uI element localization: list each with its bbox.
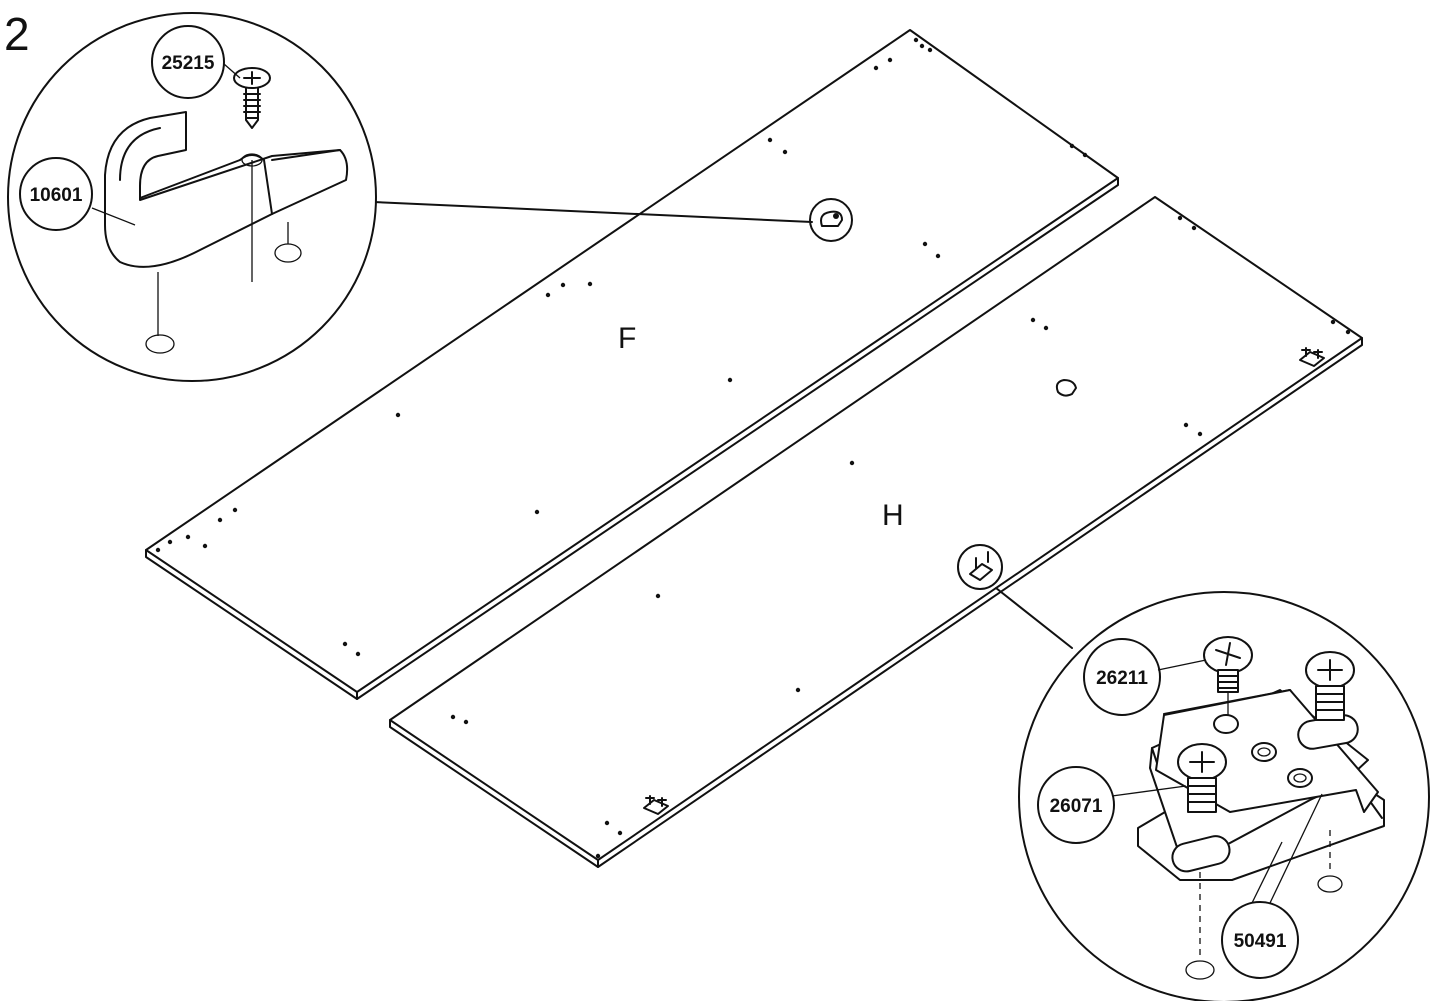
part-label-26071: 26071 xyxy=(1037,766,1187,844)
handle-marker-f xyxy=(809,198,853,242)
handle-bracket-icon xyxy=(104,111,349,354)
panel-h-label: H xyxy=(882,499,904,532)
part-label-26211: 26211 xyxy=(1083,638,1207,716)
callout-top: 25215 10601 xyxy=(7,12,377,382)
part-label-25215: 25215 xyxy=(151,25,241,99)
panel-f: F xyxy=(145,29,1119,700)
svg-text:25215: 25215 xyxy=(162,53,215,74)
leader-bottom xyxy=(995,587,1073,649)
svg-text:26071: 26071 xyxy=(1050,796,1103,817)
svg-text:10601: 10601 xyxy=(30,185,83,206)
short-screw-icon xyxy=(1203,636,1253,715)
plate-marker-right xyxy=(1299,347,1325,367)
handle-marker-h xyxy=(1055,379,1077,397)
part-label-50491: 50491 xyxy=(1221,793,1323,979)
panel-f-label: F xyxy=(618,322,636,355)
phillips-screw-icon xyxy=(233,67,271,129)
euro-screw-icon-left xyxy=(1177,743,1227,813)
leader-top xyxy=(373,201,813,223)
euro-screw-icon-right xyxy=(1305,651,1355,721)
part-label-10601: 10601 xyxy=(19,157,136,231)
svg-text:50491: 50491 xyxy=(1234,931,1287,952)
svg-text:26211: 26211 xyxy=(1096,668,1148,689)
panel-h: H xyxy=(389,196,1363,868)
panel-f-drill-holes xyxy=(155,37,1088,657)
plate-marker-left xyxy=(643,795,669,815)
panel-h-drill-holes xyxy=(450,215,1351,859)
step-number: 2 xyxy=(4,8,30,60)
callout-bottom: 26211 26071 50491 xyxy=(1018,591,1430,1001)
plate-marker-h xyxy=(957,544,1003,590)
